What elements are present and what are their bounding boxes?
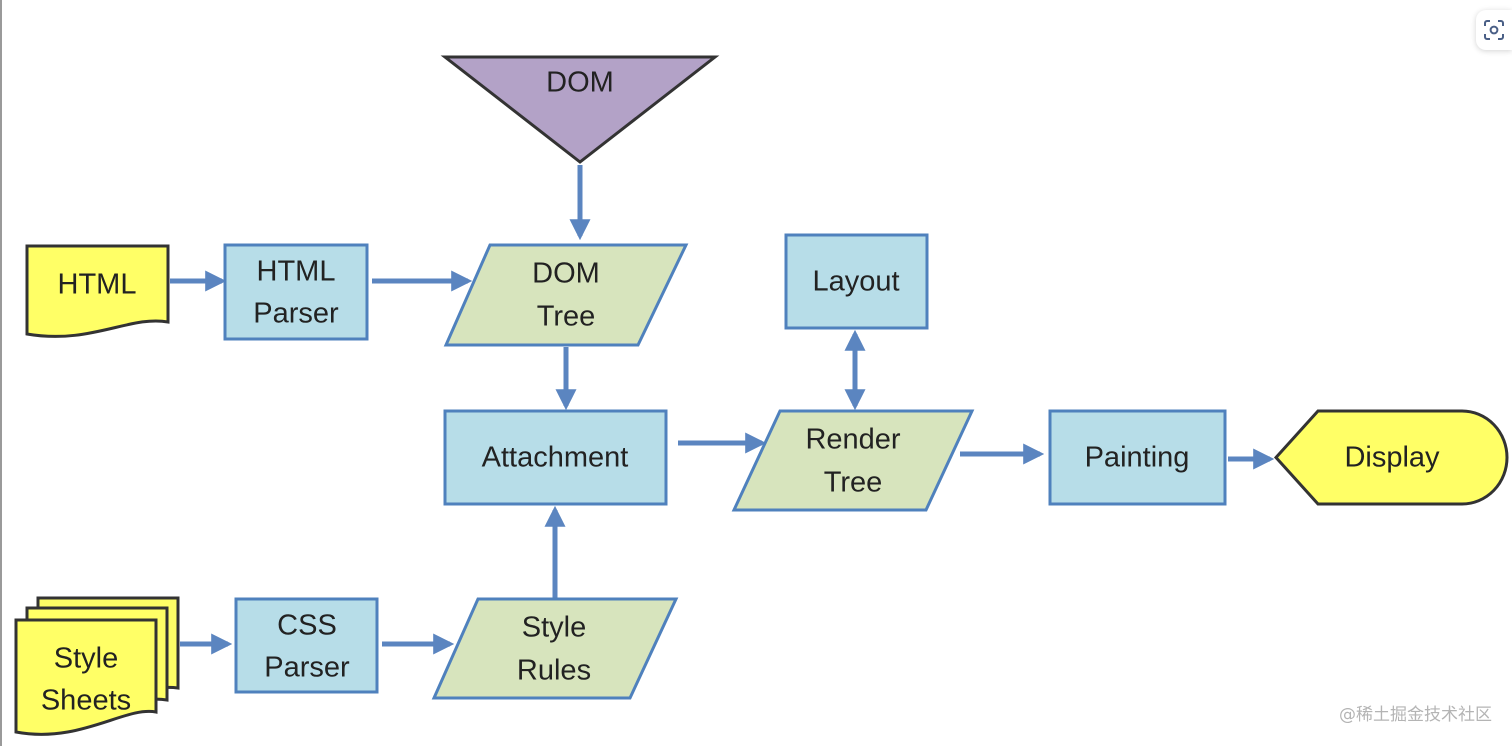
node-painting-label: Painting xyxy=(1085,442,1190,474)
node-css-parser: CSS Parser xyxy=(234,597,379,694)
node-html-label: HTML xyxy=(58,269,137,301)
node-painting: Painting xyxy=(1048,409,1227,506)
node-render-tree-label-line1: Render xyxy=(805,424,900,456)
node-html-parser: HTML Parser xyxy=(223,243,369,341)
edges xyxy=(170,165,1275,655)
node-style-sheets-label-line2: Sheets xyxy=(41,685,131,717)
left-border xyxy=(0,0,2,746)
node-display: Display xyxy=(1273,409,1509,506)
node-html-parser-label-line2: Parser xyxy=(253,298,339,330)
node-render-tree-label-line2: Tree xyxy=(824,467,883,499)
node-style-sheets-label-line1: Style xyxy=(54,643,118,675)
node-css-parser-label-line2: Parser xyxy=(264,652,350,684)
node-style-rules-label-line2: Rules xyxy=(517,655,591,687)
node-layout: Layout xyxy=(784,233,929,330)
node-dom-tree-label-line2: Tree xyxy=(537,301,596,333)
node-layout-label: Layout xyxy=(812,266,899,298)
node-render-tree: Render Tree xyxy=(731,409,975,512)
node-dom-label: DOM xyxy=(546,67,614,99)
node-html-parser-label-line1: HTML xyxy=(257,256,336,288)
node-attachment-label: Attachment xyxy=(482,442,629,474)
node-style-sheets: Style Sheets xyxy=(14,596,180,736)
node-html: HTML xyxy=(25,244,170,338)
node-dom-tree-label-line1: DOM xyxy=(532,258,600,290)
node-style-rules-label-line1: Style xyxy=(522,612,586,644)
node-attachment: Attachment xyxy=(443,409,668,506)
watermark: @稀土掘金技术社区 xyxy=(1339,705,1492,725)
node-dom-tree: DOM Tree xyxy=(443,243,689,347)
scan-icon xyxy=(1484,20,1504,40)
node-dom: DOM xyxy=(440,55,720,164)
node-style-rules: Style Rules xyxy=(431,597,679,700)
node-css-parser-label-line1: CSS xyxy=(277,610,337,642)
node-display-label: Display xyxy=(1344,442,1440,474)
image-scan-button[interactable] xyxy=(1476,10,1512,50)
